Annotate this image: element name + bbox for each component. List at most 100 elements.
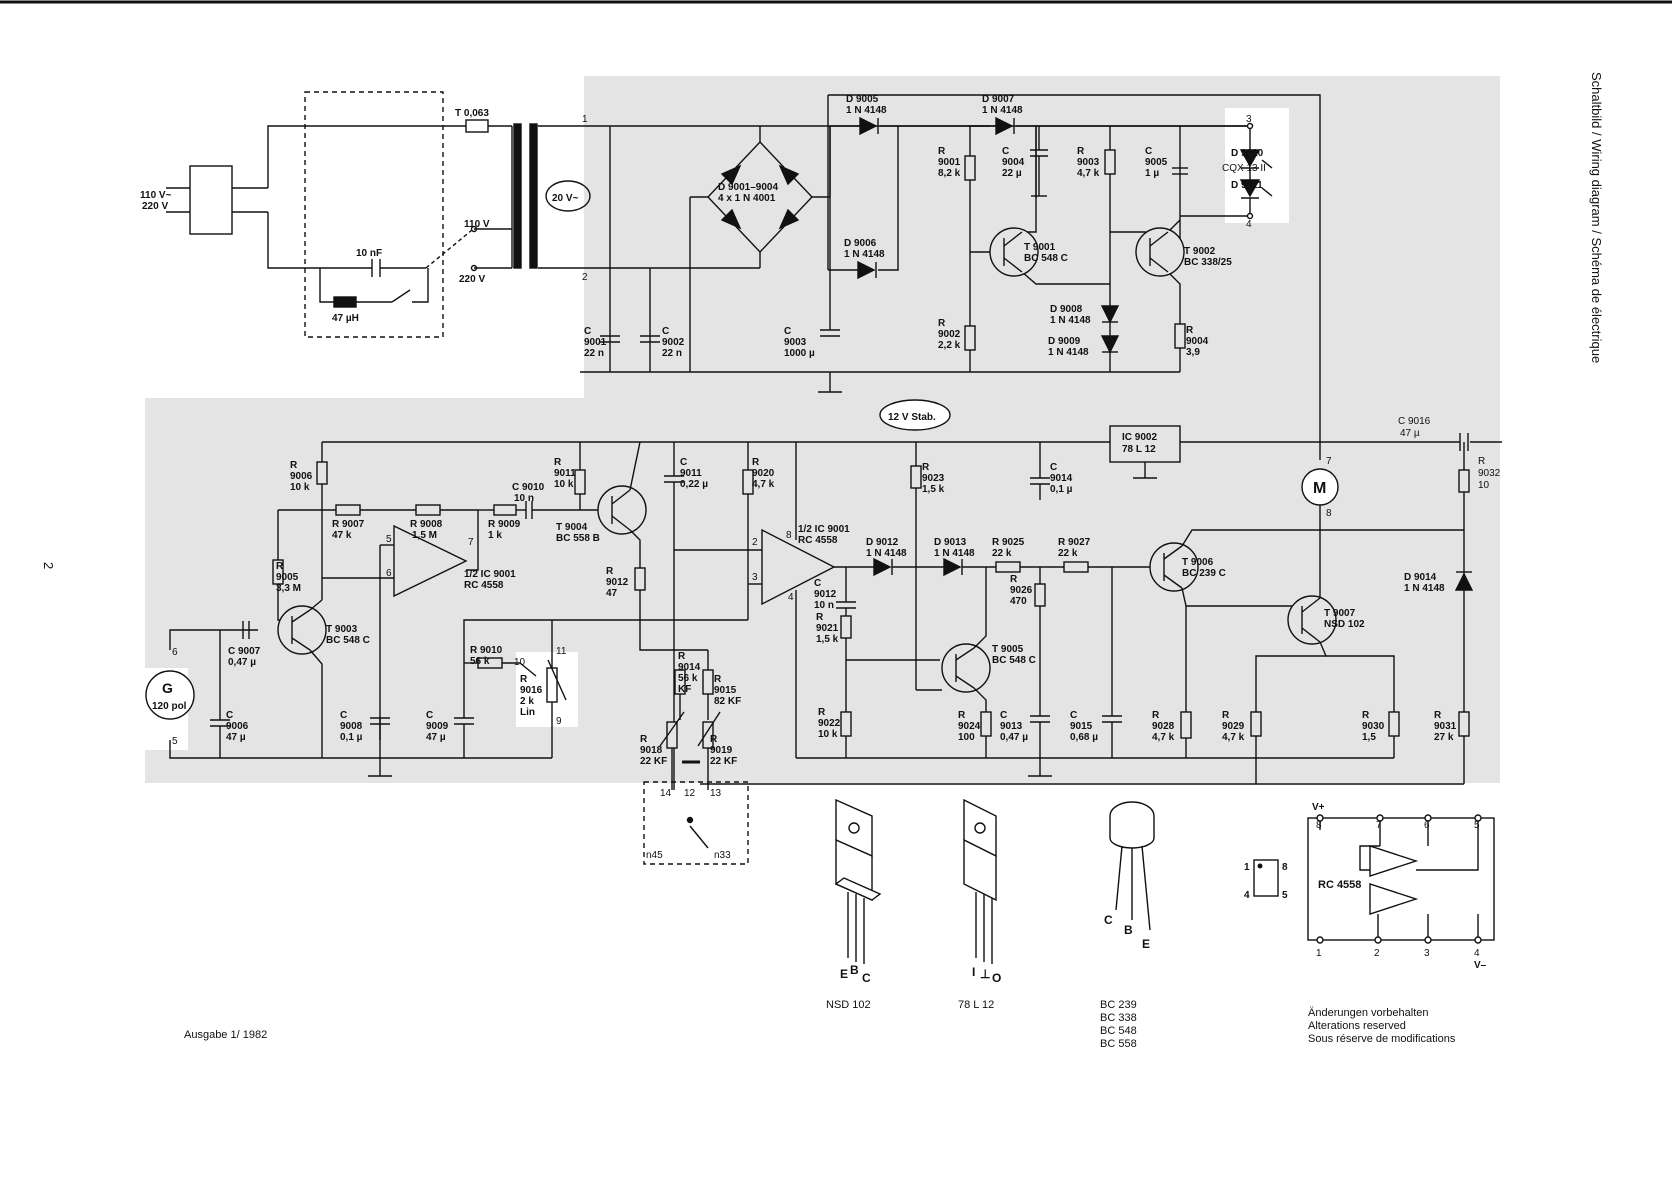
- svg-text:R: R: [276, 561, 284, 572]
- svg-text:1/2 IC 9001: 1/2 IC 9001: [798, 524, 850, 535]
- svg-text:KF: KF: [678, 684, 691, 695]
- svg-text:R 9027: R 9027: [1058, 537, 1091, 548]
- svg-text:C: C: [1070, 710, 1077, 721]
- svg-text:6: 6: [172, 647, 178, 658]
- svg-text:8: 8: [1326, 508, 1332, 519]
- svg-text:9001: 9001: [938, 157, 961, 168]
- svg-text:BC 548: BC 548: [1100, 1025, 1137, 1037]
- svg-text:47 k: 47 k: [332, 530, 352, 541]
- svg-text:9023: 9023: [922, 473, 945, 484]
- svg-text:22 µ: 22 µ: [1002, 168, 1022, 179]
- edition: Ausgabe 1/ 1982: [184, 1029, 267, 1041]
- resistor-r9026: [1034, 583, 1046, 607]
- package-rc4558: [1307, 814, 1495, 944]
- svg-text:BC 548 C: BC 548 C: [992, 655, 1036, 666]
- svg-text:9012: 9012: [606, 577, 629, 588]
- svg-text:56 k: 56 k: [470, 656, 490, 667]
- svg-text:R: R: [818, 707, 826, 718]
- svg-text:8: 8: [1316, 820, 1322, 831]
- svg-text:1 N 4148: 1 N 4148: [1404, 583, 1445, 594]
- svg-text:n33: n33: [714, 850, 731, 861]
- transistor-t9003: [277, 605, 327, 655]
- resistor-r9002: [964, 325, 976, 351]
- mains-labels: 110 V~ 220 V T 0,063 10 nF 47 µH 110 V 2…: [140, 108, 588, 324]
- svg-text:12: 12: [684, 788, 696, 799]
- svg-text:R: R: [922, 462, 930, 473]
- svg-text:C: C: [784, 326, 791, 337]
- resistor-r9021: [840, 615, 852, 639]
- svg-text:100: 100: [958, 732, 975, 743]
- svg-text:B: B: [1124, 923, 1133, 937]
- svg-text:T 9003: T 9003: [326, 624, 358, 635]
- page-number: 2: [41, 562, 56, 569]
- svg-text:R 9009: R 9009: [488, 519, 521, 530]
- svg-text:1 N 4148: 1 N 4148: [1048, 347, 1089, 358]
- svg-text:1: 1: [1244, 862, 1250, 873]
- notice-line-3: Sous réserve de modifications: [1308, 1033, 1456, 1045]
- svg-text:C: C: [1002, 146, 1009, 157]
- svg-text:R 9007: R 9007: [332, 519, 365, 530]
- svg-text:0,1 µ: 0,1 µ: [1050, 484, 1073, 495]
- filter-box: [304, 91, 444, 338]
- svg-text:O: O: [992, 971, 1001, 985]
- svg-text:56 k: 56 k: [678, 673, 698, 684]
- svg-text:1: 1: [582, 114, 588, 125]
- potentiometer-r9016: [546, 667, 558, 703]
- svg-text:BC 558 B: BC 558 B: [556, 533, 600, 544]
- svg-text:9009: 9009: [426, 721, 449, 732]
- svg-text:E: E: [1142, 937, 1150, 951]
- svg-text:R: R: [1077, 146, 1085, 157]
- svg-text:10 n: 10 n: [814, 600, 834, 611]
- svg-text:7: 7: [1376, 820, 1382, 831]
- svg-text:C: C: [340, 710, 347, 721]
- svg-text:4 x 1 N 4001: 4 x 1 N 4001: [718, 193, 776, 204]
- driver-wires: [700, 442, 1474, 785]
- svg-text:C 9010: C 9010: [512, 482, 545, 493]
- svg-text:4,7 k: 4,7 k: [1222, 732, 1245, 743]
- svg-text:9018: 9018: [640, 745, 663, 756]
- diode-d9006: [857, 260, 876, 280]
- svg-text:R: R: [1434, 710, 1442, 721]
- svg-text:4,7 k: 4,7 k: [1152, 732, 1175, 743]
- svg-text:9004: 9004: [1186, 336, 1209, 347]
- side-title: Schaltbild / Wiring diagram / Schéma de …: [1589, 72, 1604, 363]
- svg-text:D 9010: D 9010: [1231, 148, 1264, 159]
- svg-text:9020: 9020: [752, 468, 775, 479]
- resistor-r9006: [316, 461, 328, 485]
- svg-text:47 µ: 47 µ: [426, 732, 446, 743]
- svg-text:R: R: [554, 457, 562, 468]
- svg-text:BC 239: BC 239: [1100, 999, 1137, 1011]
- shaded-supply-area: [584, 76, 1500, 398]
- svg-text:B: B: [850, 963, 859, 977]
- svg-text:T 9007: T 9007: [1324, 608, 1356, 619]
- resistor-r9004: [1174, 323, 1186, 349]
- notice-line-1: Änderungen vorbehalten: [1308, 1007, 1428, 1019]
- svg-text:R: R: [1362, 710, 1370, 721]
- svg-text:0,68 µ: 0,68 µ: [1070, 732, 1098, 743]
- svg-text:RC 4558: RC 4558: [798, 535, 838, 546]
- svg-text:8: 8: [786, 530, 792, 541]
- svg-text:3: 3: [1246, 114, 1252, 125]
- svg-text:5: 5: [172, 736, 178, 747]
- svg-text:R: R: [1010, 574, 1018, 585]
- svg-text:9011: 9011: [554, 468, 576, 479]
- svg-text:47 µ: 47 µ: [1400, 428, 1420, 439]
- svg-text:R: R: [958, 710, 966, 721]
- svg-text:I: I: [972, 965, 975, 979]
- resistor-r9032: [1458, 469, 1470, 493]
- svg-text:Lin: Lin: [520, 707, 535, 718]
- svg-text:9003: 9003: [1077, 157, 1100, 168]
- svg-text:D 9005: D 9005: [846, 94, 879, 105]
- svg-text:9004: 9004: [1002, 157, 1025, 168]
- svg-text:9022: 9022: [818, 718, 841, 729]
- svg-text:47: 47: [606, 588, 618, 599]
- resistor-r9023: [910, 465, 922, 489]
- transistor-t9006: [1149, 542, 1199, 592]
- svg-text:R 9010: R 9010: [470, 645, 503, 656]
- svg-text:1,5 k: 1,5 k: [922, 484, 945, 495]
- svg-text:RC 4558: RC 4558: [464, 580, 504, 591]
- svg-text:9011: 9011: [680, 468, 702, 479]
- led-white-patch: [1225, 108, 1289, 223]
- svg-text:14: 14: [660, 788, 672, 799]
- led-d9010: [1239, 149, 1261, 168]
